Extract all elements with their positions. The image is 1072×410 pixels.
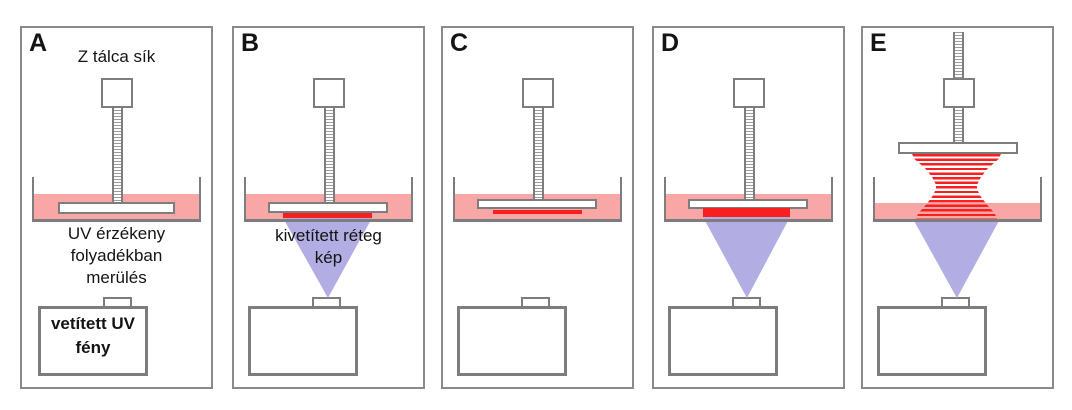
panel-label: D — [661, 29, 680, 57]
panel-d: D — [652, 26, 845, 389]
vat-wall-left — [32, 177, 34, 222]
z-carriage-block — [101, 78, 133, 108]
lead-screw — [112, 107, 123, 206]
build-platform — [477, 199, 597, 209]
vat-wall-right — [1040, 177, 1042, 222]
vat-wall-right — [831, 177, 833, 222]
panel-c: C — [441, 26, 634, 389]
lead-screw-lower — [953, 107, 964, 146]
vat-wall-right — [411, 177, 413, 222]
immersion-caption: UV érzékeny folyadékban merülés — [67, 224, 166, 287]
build-platform — [58, 202, 175, 214]
projector-box — [668, 306, 778, 376]
panel-label: A — [29, 29, 48, 57]
vat-wall-right — [199, 177, 201, 222]
vat-bottom — [244, 219, 413, 222]
lead-screw-upper — [953, 32, 964, 78]
vat-wall-left — [453, 177, 455, 222]
vat-bottom — [453, 219, 622, 222]
lead-screw — [324, 107, 335, 206]
build-platform — [268, 202, 388, 213]
panel-a: Z tálca sík UV érzékeny folyadékban merü… — [20, 26, 213, 389]
lead-screw — [744, 107, 755, 203]
z-carriage-block — [313, 78, 345, 108]
cured-layer — [283, 213, 372, 218]
panel-label: C — [450, 29, 469, 57]
printed-object — [912, 154, 1001, 220]
vat-wall-left — [664, 177, 666, 222]
z-carriage-block — [522, 78, 554, 108]
projector-box — [457, 306, 567, 376]
panel-e: E — [861, 26, 1054, 389]
cured-layers — [703, 208, 790, 217]
vat-bottom — [32, 219, 201, 222]
z-carriage-block — [733, 78, 765, 108]
projector-box — [248, 306, 358, 376]
vat-bottom — [664, 219, 833, 222]
cured-layer — [493, 210, 582, 214]
z-carriage-block — [943, 78, 975, 108]
vat-wall-right — [620, 177, 622, 222]
panel-label: B — [241, 29, 260, 57]
lead-screw — [533, 107, 544, 203]
projector-box — [38, 306, 148, 376]
build-platform — [898, 142, 1018, 154]
layer-image-caption: kivetített réteg kép — [275, 226, 382, 267]
uv-beam-cone — [703, 217, 790, 298]
projector-box — [877, 306, 987, 376]
vat-bottom — [873, 219, 1042, 222]
panel-label: E — [870, 29, 887, 57]
projector-caption: vetített UV fény — [50, 314, 136, 357]
uv-beam-cone — [913, 219, 1000, 298]
panel-b: kivetített réteg kép B — [232, 26, 425, 389]
vat-wall-left — [873, 177, 875, 222]
vat-wall-left — [244, 177, 246, 222]
z-plane-caption: Z tálca sík — [77, 47, 156, 66]
